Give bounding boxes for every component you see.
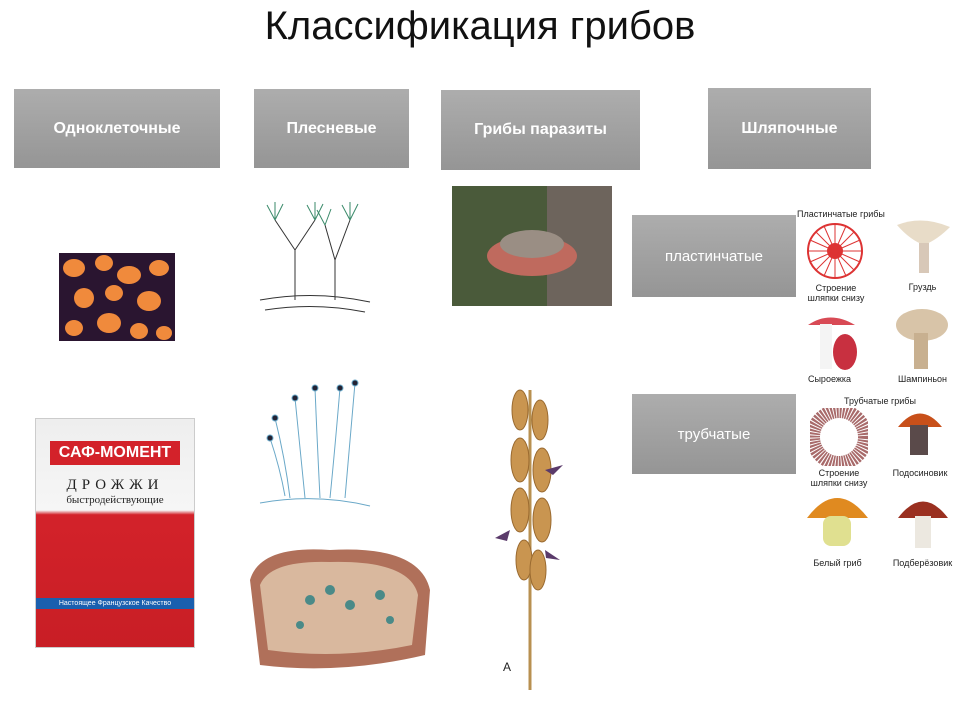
- white-mushroom-image: [807, 498, 868, 546]
- gruzd-label: Груздь: [908, 282, 937, 292]
- yeast-subtitle: быстродействующие: [66, 494, 164, 506]
- champignon-label: Шампиньон: [898, 374, 947, 384]
- penicillium-image: [259, 202, 371, 313]
- gruzd-image: [897, 220, 950, 273]
- tube-structure-label: Строение шляпки снизу: [810, 468, 868, 488]
- yeast-cells-image: [59, 253, 175, 341]
- gill-structure-icon: [807, 223, 863, 279]
- yeast-product: ДРОЖЖИ: [66, 477, 164, 493]
- tube-structure-icon: [810, 408, 868, 466]
- ergot-wheat-image: [495, 389, 563, 690]
- tinder-fungus-image: [452, 186, 612, 306]
- gilled-heading: Пластинчатые грибы: [797, 209, 885, 219]
- mucor-image: [259, 379, 371, 507]
- ergot-label: А: [503, 660, 512, 674]
- podosinovik-image: [898, 413, 942, 455]
- syroezhka-image: [808, 317, 857, 370]
- category-unicellular: Одноклеточные: [14, 89, 220, 168]
- tubular-heading: Трубчатые грибы: [844, 396, 916, 406]
- yeast-banner: Настоящее Французское Качество: [36, 598, 194, 609]
- champignon-image: [896, 309, 948, 369]
- slide-title: Классификация грибов: [264, 4, 696, 48]
- white-mushroom-label: Белый гриб: [813, 558, 862, 568]
- gill-structure-label: Строение шляпки снизу: [807, 283, 865, 303]
- yeast-brand: САФ-МОМЕНТ: [50, 441, 180, 465]
- syroezhka-label: Сыроежка: [807, 374, 852, 384]
- category-cap: Шляпочные: [708, 88, 871, 169]
- category-mold: Плесневые: [254, 89, 409, 168]
- moldy-bread-image: [250, 549, 430, 669]
- category-parasitic: Грибы паразиты: [441, 90, 640, 170]
- podberezovik-image: [898, 501, 948, 548]
- podberezovik-label: Подберёзовик: [892, 558, 953, 568]
- subcategory-tubular: трубчатые: [632, 394, 796, 474]
- podosinovik-label: Подосиновик: [892, 468, 948, 478]
- yeast-package-image: САФ-МОМЕНТ ДРОЖЖИ быстродействующие Наст…: [35, 418, 195, 648]
- subcategory-gilled: пластинчатые: [632, 215, 796, 297]
